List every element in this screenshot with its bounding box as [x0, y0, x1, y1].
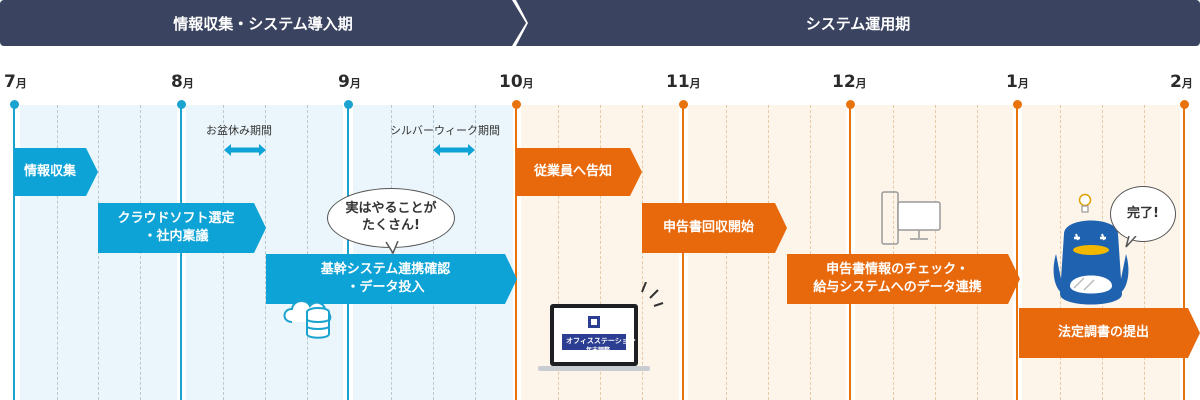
- task-check-payroll-integration: 申告書情報のチェック・ 給与システムへのデータ連携: [787, 254, 1020, 304]
- month-label-jan: 1月: [1006, 72, 1029, 92]
- month-line-jul: [13, 104, 15, 400]
- week-line: [57, 105, 58, 400]
- laptop-product-label: 年末調整: [586, 347, 611, 354]
- week-line: [1144, 105, 1145, 400]
- week-line: [307, 105, 308, 400]
- task-notify-employees: 従業員へ告知: [516, 148, 642, 196]
- week-line: [558, 105, 559, 400]
- month-label-jul: 7月: [4, 72, 27, 92]
- double-arrow-icon: [224, 144, 266, 156]
- week-line: [1060, 105, 1061, 400]
- month-dot: [9, 100, 19, 109]
- month-label-nov: 11月: [666, 72, 701, 92]
- holiday-label-silver-week: シルバーウィーク期間: [390, 124, 500, 137]
- laptop-brand-label: オフィスステーション: [566, 337, 636, 345]
- phase-header-operation: システム運用期: [516, 0, 1200, 46]
- month-line-sep: [347, 104, 349, 400]
- month-line-feb: [1183, 104, 1185, 400]
- phase-label-introduction: 情報収集・システム導入期: [173, 14, 353, 33]
- double-arrow-icon: [433, 144, 475, 156]
- week-line: [935, 105, 936, 400]
- week-line: [265, 105, 266, 400]
- holiday-label-obon: お盆休み期間: [206, 124, 272, 137]
- bubble-tail: [385, 241, 399, 255]
- week-line: [600, 105, 601, 400]
- month-label-aug: 8月: [171, 72, 194, 92]
- task-start-collection: 申告書回収開始: [642, 203, 787, 253]
- speech-bubble-done: 完了!: [1110, 186, 1176, 242]
- task-submit-legal-report: 法定調書の提出: [1019, 308, 1200, 358]
- week-line: [433, 105, 434, 400]
- lightbulb-icon: [1078, 193, 1092, 213]
- monitor-icon: [881, 191, 941, 245]
- band-dec: [855, 105, 1013, 400]
- month-dot: [511, 100, 521, 109]
- week-line: [893, 105, 894, 400]
- phase-header-introduction: 情報収集・システム導入期: [0, 0, 526, 46]
- month-label-dec: 12月: [832, 72, 867, 92]
- month-label-oct: 10月: [499, 72, 534, 92]
- month-label-feb: 2月: [1170, 72, 1193, 92]
- month-label-sep: 9月: [338, 72, 361, 92]
- month-dot: [176, 100, 186, 109]
- month-dot: [845, 100, 855, 109]
- month-dot: [1012, 100, 1022, 109]
- laptop-icon: [538, 282, 664, 371]
- task-core-system-integration: 基幹システム連携確認 ・データ投入: [266, 254, 517, 304]
- week-line: [810, 105, 811, 400]
- week-line: [391, 105, 392, 400]
- month-line-oct: [515, 104, 517, 400]
- week-line: [977, 105, 978, 400]
- bubble-tail: [1125, 236, 1137, 248]
- month-dot: [1179, 100, 1189, 109]
- month-line-jan: [1016, 104, 1018, 400]
- cloud-database-icon: [283, 300, 332, 339]
- month-dot: [343, 100, 353, 109]
- penguin-mascot-icon: [1053, 220, 1129, 305]
- task-cloud-soft-selection: クラウドソフト選定 ・社内稟議: [98, 203, 266, 253]
- week-line: [475, 105, 476, 400]
- speech-bubble-lots-to-do: 実はやることが たくさん!: [327, 188, 455, 248]
- month-dot: [678, 100, 688, 109]
- phase-label-operation: システム運用期: [805, 14, 911, 33]
- month-line-dec: [849, 104, 851, 400]
- task-info-collection: 情報収集: [14, 148, 98, 196]
